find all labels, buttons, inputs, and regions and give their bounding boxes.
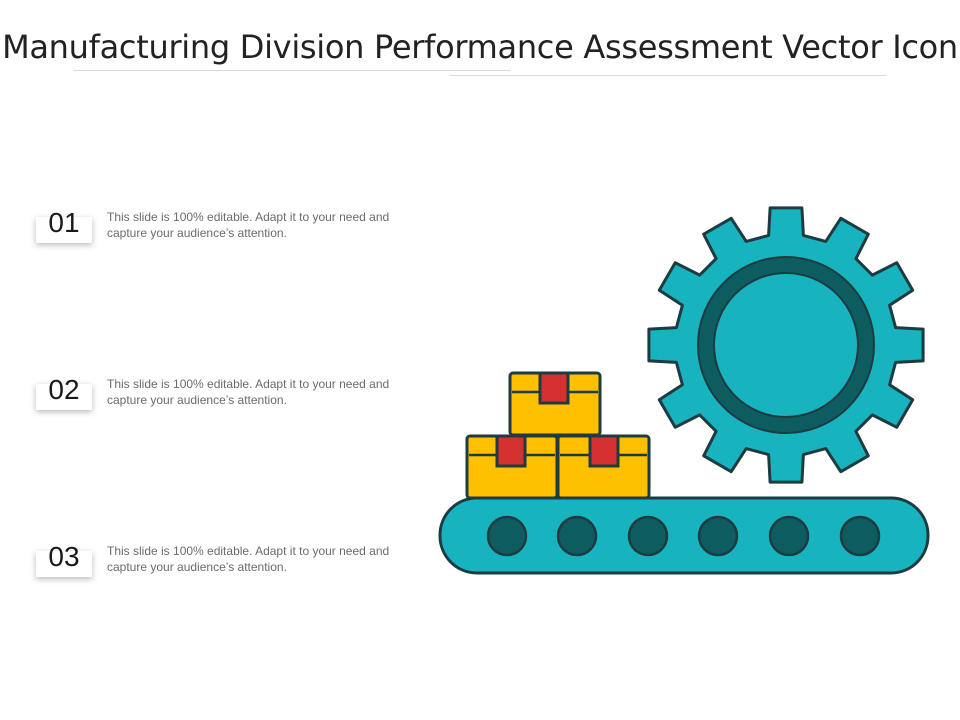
number-badge	[36, 551, 92, 577]
gear-icon	[647, 206, 925, 484]
roller-icon	[839, 515, 881, 557]
title-underline-left	[74, 70, 510, 71]
roller-icon	[768, 515, 810, 557]
gear-ring-outline-outer	[697, 256, 875, 434]
box-tape	[588, 434, 620, 468]
item-number: 03	[48, 541, 80, 572]
title-underline-right	[450, 75, 886, 76]
roller-icon	[697, 515, 739, 557]
item-description: This slide is 100% editable. Adapt it to…	[107, 377, 390, 407]
slide-title: Manufacturing Division Performance Asses…	[2, 28, 958, 66]
item-description: This slide is 100% editable. Adapt it to…	[107, 210, 390, 240]
roller-icon	[486, 515, 528, 557]
box-icon	[508, 371, 602, 437]
box-tape	[495, 434, 527, 468]
gear-ring-outline-inner	[713, 272, 859, 418]
item-number: 01	[48, 207, 80, 238]
roller-icon	[556, 515, 598, 557]
list-item: 02 This slide is 100% editable. Adapt it…	[34, 372, 414, 422]
list-item: 01 This slide is 100% editable. Adapt it…	[34, 205, 414, 255]
box-tape	[538, 371, 570, 405]
number-badge	[36, 384, 92, 410]
conveyor-belt-icon	[438, 496, 930, 575]
box-icon	[465, 434, 559, 500]
gear-ring	[698, 257, 874, 433]
number-badge	[36, 217, 92, 243]
conveyor-belt	[438, 496, 930, 575]
roller-icon	[627, 515, 669, 557]
item-number: 02	[48, 374, 80, 405]
item-description: This slide is 100% editable. Adapt it to…	[107, 544, 390, 574]
list-item: 03 This slide is 100% editable. Adapt it…	[34, 539, 414, 589]
box-icon	[556, 434, 651, 500]
